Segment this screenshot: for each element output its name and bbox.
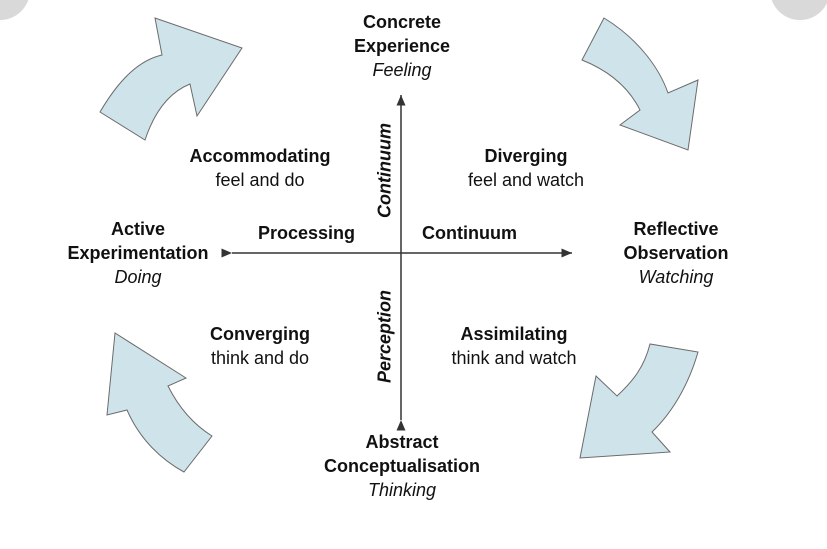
axis-label-perception: Perception [374,289,395,384]
pole-left-line2: Experimentation [67,243,209,263]
quadrant-diverging: Diverging feel and watch [436,144,616,192]
pole-bottom-line1: Abstract [365,432,439,452]
quadrant-br-title: Assimilating [460,324,568,344]
quadrant-bl-title: Converging [209,324,310,344]
pole-right-line1: Reflective [633,219,719,239]
quadrant-tl-title: Accommodating [189,146,331,166]
quadrant-assimilating: Assimilating think and watch [424,322,604,370]
pole-left-sub: Doing [114,267,162,287]
quadrant-bl-sub: think and do [210,348,310,368]
axis-label-continuum-vertical: Continuum [374,123,395,218]
arrow-bottom-right [579,343,699,459]
quadrant-br-sub: think and watch [451,348,577,368]
axis-label-continuum-horizontal: Continuum [422,223,517,243]
quadrant-converging: Converging think and do [170,322,350,370]
pole-top-line1: Concrete [362,12,442,32]
arrow-top-right [581,17,699,151]
pole-left-line1: Active [110,219,166,239]
pole-reflective-observation: Reflective Observation Watching [608,217,744,289]
pole-top-sub: Feeling [372,60,432,80]
quadrant-tl-sub: feel and do [215,170,305,190]
arrow-bottom-left [106,332,213,473]
pole-bottom-line2: Conceptualisation [323,456,480,476]
quadrant-accommodating: Accommodating feel and do [170,144,350,192]
pole-concrete-experience: Concrete Experience Feeling [340,10,464,82]
quadrant-tr-title: Diverging [484,146,568,166]
pole-right-sub: Watching [638,267,714,287]
axis-label-processing: Processing [258,223,356,243]
pole-top-line2: Experience [353,36,451,56]
pole-right-line2: Observation [623,243,729,263]
arrow-top-left [99,17,243,141]
pole-bottom-sub: Thinking [367,480,437,500]
corner-circle-right [770,0,827,20]
quadrant-tr-sub: feel and watch [467,170,585,190]
pole-abstract-conceptualisation: Abstract Conceptualisation Thinking [302,430,502,502]
pole-active-experimentation: Active Experimentation Doing [52,217,224,289]
